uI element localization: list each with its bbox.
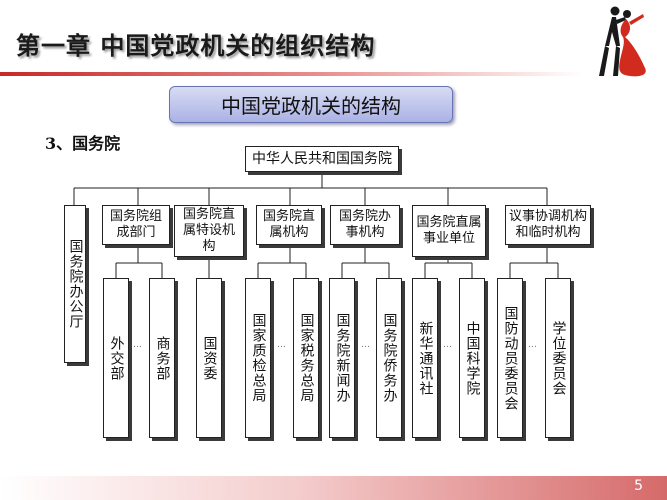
slide-title: 第一章 中国党政机关的组织结构 [16,32,376,60]
ellipsis: … [133,340,142,350]
banner-org-structure: 中国党政机关的结构 [169,86,453,123]
ellipsis: … [443,340,452,350]
ellipsis: … [277,340,286,350]
org-office-general: 国务院办公厅 [64,205,86,363]
page-number: 5 [634,478,643,494]
org-unit-overseas-chinese-office: 国务院侨务办 [376,278,402,438]
ellipsis: … [361,340,370,350]
org-unit-national-defense-mobilization: 国防动员委员会 [497,278,523,438]
dancing-couple-icon [599,6,646,77]
org-unit-information-office: 国务院新闻办 [329,278,355,438]
org-category-public-institutions: 国务院直属事业单位 [412,205,486,257]
footer-band [0,476,667,500]
title-rule [0,72,585,76]
org-unit-taxation: 国家税务总局 [293,278,319,438]
org-unit-foreign-affairs: 外交部 [103,278,129,438]
section-label: 3、国务院 [45,134,121,153]
org-category-administrative-offices: 国务院办事机构 [330,205,400,245]
org-unit-quality-inspection: 国家质检总局 [245,278,271,438]
org-unit-academy-of-sciences: 中国科学院 [459,278,485,438]
org-category-component-departments: 国务院组成部门 [102,205,170,245]
org-category-coordination-bodies: 议事协调机构和临时机构 [505,205,591,245]
org-root-state-council: 中华人民共和国国务院 [245,146,399,172]
org-unit-xinhua: 新华通讯社 [412,278,438,438]
org-category-directly-affiliated: 国务院直属机构 [256,205,322,245]
org-unit-degrees-committee: 学位委员会 [545,278,571,438]
org-unit-sasac: 国资委 [196,278,222,438]
org-category-special-institutions: 国务院直属特设机构 [174,205,244,257]
ellipsis: … [528,340,537,350]
org-unit-commerce: 商务部 [149,278,175,438]
